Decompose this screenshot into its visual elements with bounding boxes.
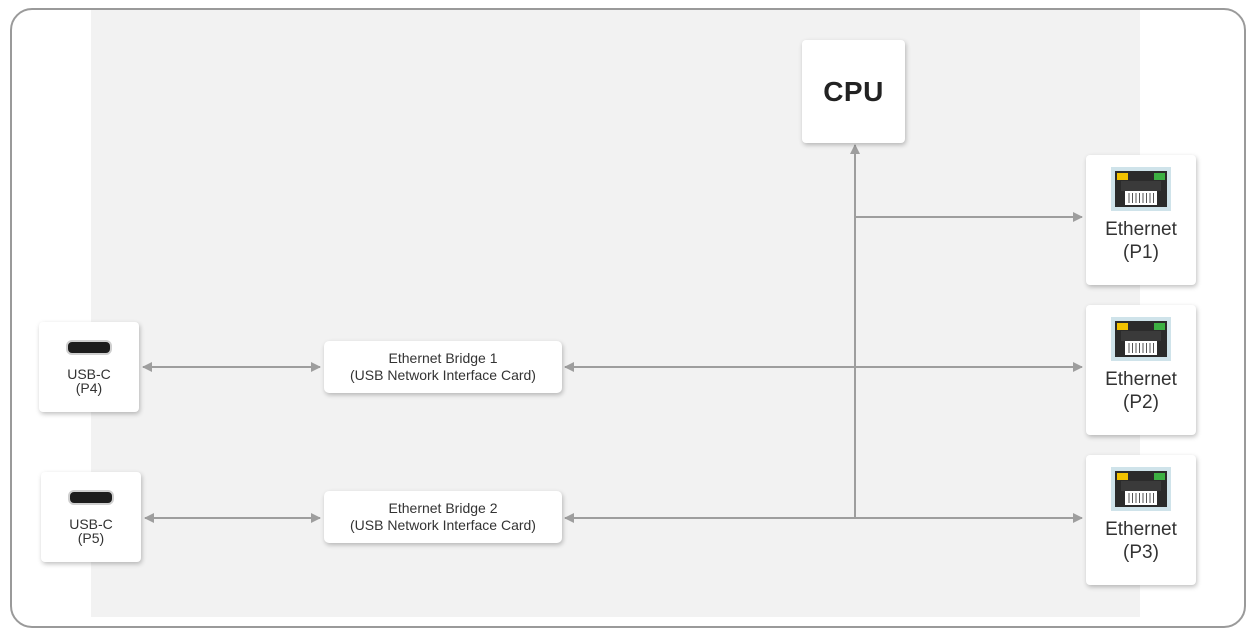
usb-port-id: (P4) [75,379,103,396]
bridge-title: Ethernet Bridge 1 [388,350,498,366]
rj45-port-icon [1111,467,1171,511]
bridge-subtitle: (USB Network Interface Card) [350,367,536,383]
rj45-port-icon [1111,167,1171,211]
usb-label: USB-C [67,365,111,382]
ethernet-port-id: (P2) [1123,392,1159,413]
bridge-subtitle: (USB Network Interface Card) [350,517,536,533]
ethernet-bridge-1-node: Ethernet Bridge 1 (USB Network Interface… [324,341,562,393]
ethernet-port-id: (P3) [1123,542,1159,563]
cpu-node: CPU [802,40,905,143]
ethernet-label: Ethernet [1105,519,1177,540]
usb-c-p4-node: USB-C (P4) [39,322,139,412]
ethernet-p3-node: Ethernet (P3) [1086,455,1196,585]
ethernet-label: Ethernet [1105,219,1177,240]
ethernet-p2-node: Ethernet (P2) [1086,305,1196,435]
ethernet-p1-node: Ethernet (P1) [1086,155,1196,285]
ethernet-label: Ethernet [1105,369,1177,390]
usb-c-p5-node: USB-C (P5) [41,472,141,562]
usb-c-port-icon [66,339,112,355]
ethernet-bridge-2-node: Ethernet Bridge 2 (USB Network Interface… [324,491,562,543]
ethernet-port-id: (P1) [1123,242,1159,263]
bridge-title: Ethernet Bridge 2 [388,500,498,516]
usb-port-id: (P5) [77,529,105,546]
rj45-port-icon [1111,317,1171,361]
usb-c-port-icon [68,489,114,505]
cpu-label: CPU [823,75,884,107]
usb-label: USB-C [69,515,113,532]
